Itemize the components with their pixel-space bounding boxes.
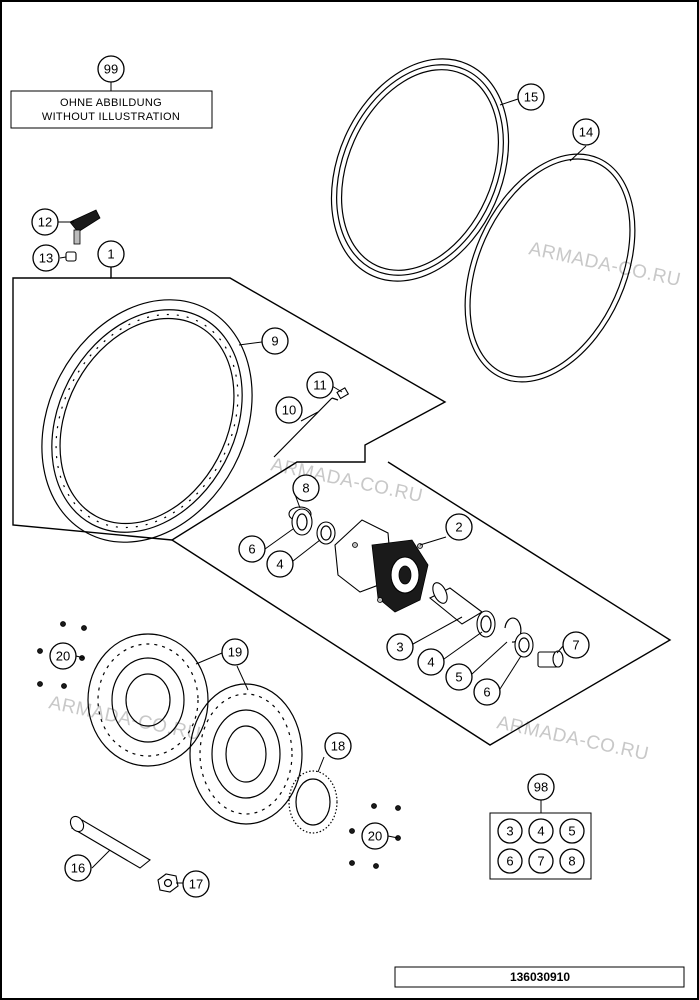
sensor-ring <box>288 770 338 834</box>
spoke <box>273 397 339 458</box>
svg-text:4: 4 <box>276 557 283 572</box>
leader-lines <box>58 98 587 884</box>
wheel-assembly-outline-left <box>12 277 173 541</box>
svg-text:12: 12 <box>38 215 52 230</box>
rim-tape <box>464 153 636 383</box>
callout-9: 9 <box>261 327 289 355</box>
valve <box>69 209 101 245</box>
svg-text:18: 18 <box>331 739 345 754</box>
callout-14: 14 <box>572 118 600 146</box>
callout-15: 15 <box>517 83 545 111</box>
callout-1: 1 <box>97 240 125 268</box>
callout-10: 10 <box>275 396 303 424</box>
callout-11: 11 <box>306 371 334 399</box>
watermark-text: ARMADA-CO.RU <box>47 692 203 745</box>
callout-13: 13 <box>32 244 60 272</box>
svg-text:8: 8 <box>568 854 575 869</box>
callout-4-upper: 4 <box>266 550 294 578</box>
svg-text:5: 5 <box>568 824 575 839</box>
svg-text:14: 14 <box>579 125 593 140</box>
svg-text:4: 4 <box>537 824 544 839</box>
rim <box>41 299 253 543</box>
kit-item-6: 6 <box>497 848 523 874</box>
callout-12: 12 <box>31 208 59 236</box>
callout-99: 99 <box>97 55 125 83</box>
svg-text:11: 11 <box>313 378 327 393</box>
callout-16: 16 <box>64 854 92 882</box>
svg-text:1: 1 <box>107 247 114 262</box>
svg-text:4: 4 <box>427 655 434 670</box>
callout-7: 7 <box>562 631 590 659</box>
valve-cap <box>65 251 77 262</box>
tire <box>330 58 510 282</box>
svg-text:6: 6 <box>506 854 513 869</box>
watermark-layer: ARMADA-CO.RU ARMADA-CO.RU ARMADA-CO.RU A… <box>47 238 683 765</box>
callout-6-upper: 6 <box>238 535 266 563</box>
callout-98: 98 <box>527 773 555 801</box>
spacer-lower <box>537 650 564 668</box>
bearing-upper <box>316 521 336 545</box>
document-number-box: 136030910 <box>394 966 685 988</box>
seal-lower <box>514 632 534 658</box>
svg-text:7: 7 <box>572 638 579 653</box>
callout-5: 5 <box>445 663 473 691</box>
seal-upper <box>291 508 313 536</box>
svg-text:13: 13 <box>39 251 53 266</box>
note-line-1: OHNE ABBILDUNG <box>60 97 162 109</box>
svg-text:10: 10 <box>282 403 296 418</box>
callout-19: 19 <box>221 638 249 666</box>
watermark-text: ARMADA-CO.RU <box>527 238 683 291</box>
brake-disc-left <box>87 633 209 767</box>
wheel-axle <box>69 815 151 869</box>
disc-bolts-right <box>349 803 401 869</box>
callout-8: 8 <box>292 474 320 502</box>
axle-nut <box>157 873 179 893</box>
svg-text:15: 15 <box>524 90 538 105</box>
bearing-lower <box>476 610 496 638</box>
wheel-hub <box>334 519 429 613</box>
kit-item-7: 7 <box>528 848 554 874</box>
callout-4-lower: 4 <box>417 648 445 676</box>
callout-17: 17 <box>182 870 210 898</box>
kit-item-8: 8 <box>559 848 585 874</box>
svg-text:98: 98 <box>534 780 548 795</box>
kit-item-3: 3 <box>497 818 523 844</box>
callout-3: 3 <box>386 633 414 661</box>
svg-text:20: 20 <box>368 829 382 844</box>
document-number: 136030910 <box>510 970 570 984</box>
callout-20-right: 20 <box>361 822 389 850</box>
svg-text:3: 3 <box>396 640 403 655</box>
kit-item-4: 4 <box>528 818 554 844</box>
svg-text:8: 8 <box>302 481 309 496</box>
watermark-text: ARMADA-CO.RU <box>495 712 651 765</box>
svg-text:9: 9 <box>271 334 278 349</box>
kit-item-5: 5 <box>559 818 585 844</box>
svg-text:16: 16 <box>71 861 85 876</box>
kit-box: 3 4 5 6 7 8 <box>489 812 592 880</box>
svg-text:6: 6 <box>483 685 490 700</box>
callout-18: 18 <box>324 732 352 760</box>
note-line-2: WITHOUT ILLUSTRATION <box>42 111 180 123</box>
svg-text:19: 19 <box>228 645 242 660</box>
note-box: OHNE ABBILDUNG WITHOUT ILLUSTRATION <box>10 82 213 129</box>
svg-text:20: 20 <box>56 649 70 664</box>
svg-text:99: 99 <box>104 62 118 77</box>
wheel-assembly-outline <box>110 254 672 746</box>
svg-text:2: 2 <box>455 520 462 535</box>
callout-20-left: 20 <box>49 642 77 670</box>
brake-disc-right <box>189 683 303 825</box>
svg-text:5: 5 <box>455 670 462 685</box>
spoke-nipple <box>336 387 350 400</box>
distance-sleeve <box>428 582 483 625</box>
callout-2: 2 <box>445 513 473 541</box>
svg-text:6: 6 <box>248 542 255 557</box>
svg-text:7: 7 <box>537 854 544 869</box>
svg-text:17: 17 <box>189 877 203 892</box>
callout-6-lower: 6 <box>473 678 501 706</box>
svg-text:3: 3 <box>506 824 513 839</box>
